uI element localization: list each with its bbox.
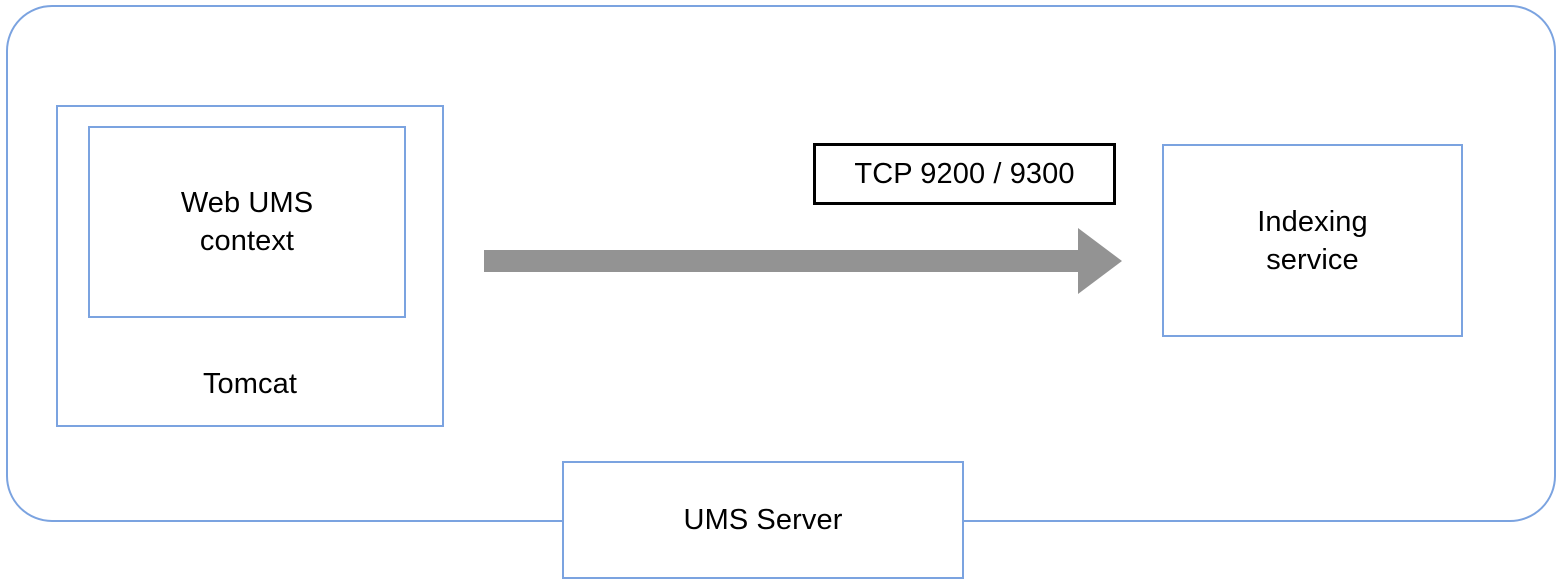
- node-indexing-service[interactable]: Indexing service: [1162, 144, 1463, 337]
- connection-label-tcp-ports-text: TCP 9200 / 9300: [854, 158, 1075, 190]
- node-indexing-service-label: Indexing service: [1257, 205, 1368, 276]
- connection-label-tcp-ports: TCP 9200 / 9300: [813, 143, 1116, 205]
- node-ums-server[interactable]: UMS Server: [562, 461, 964, 579]
- node-web-ums-context-label: Web UMS context: [180, 187, 314, 257]
- node-web-ums-context[interactable]: Web UMS context: [88, 126, 406, 318]
- flow-arrow-icon: [484, 228, 1122, 294]
- node-tomcat-label: Tomcat: [202, 368, 298, 400]
- node-ums-server-label: UMS Server: [683, 504, 843, 536]
- node-tomcat[interactable]: Tomcat: [56, 105, 444, 427]
